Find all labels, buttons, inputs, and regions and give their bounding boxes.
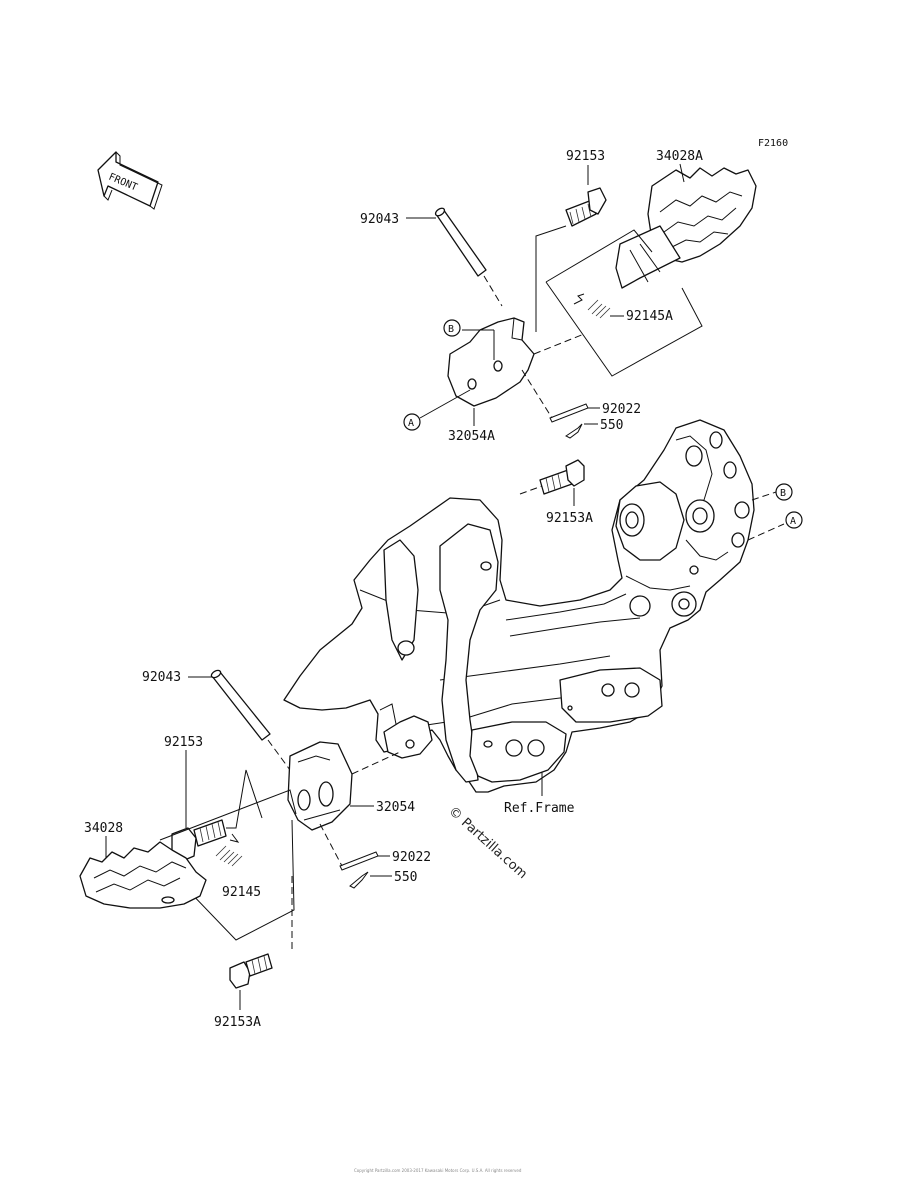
callout-34028: 34028: [84, 821, 123, 836]
callout-92022-bottom: 92022: [392, 850, 431, 865]
callout-32054A: 32054A: [448, 429, 495, 444]
callout-92043-top: 92043: [360, 212, 399, 227]
bracket-32054: [287, 741, 353, 831]
spring-92145A: [573, 293, 611, 319]
callout-92022-top: 92022: [602, 402, 641, 417]
callout-550-bottom: 550: [394, 870, 417, 885]
svg-text:B: B: [448, 324, 454, 335]
ref-marker-b-top: [443, 319, 461, 337]
ref-marker-a-top: [403, 413, 421, 431]
pin-92043-top: [434, 207, 503, 307]
ref-marker-b-right: [775, 483, 793, 501]
callout-34028A: 34028A: [656, 149, 703, 164]
bolt-92153A-bottom: [229, 953, 273, 989]
pin-92043-bottom: [210, 669, 291, 771]
callout-32054: 32054: [376, 800, 415, 815]
callout-92153-top: 92153: [566, 149, 605, 164]
bracket-32054A: [447, 317, 535, 407]
footpeg-34028: [79, 841, 207, 909]
footer-copyright: Copyright Partzilla.com 2003-2017 Kawasa…: [354, 1168, 522, 1173]
spring-92145: [215, 833, 243, 867]
svg-text:B: B: [780, 488, 786, 499]
svg-text:A: A: [408, 418, 414, 429]
clip-550-top: [565, 423, 583, 439]
bolt-92153-top: [565, 187, 607, 227]
callout-92153-bottom: 92153: [164, 735, 203, 750]
svg-text:A: A: [790, 516, 796, 527]
ref-marker-a-right: [785, 511, 803, 529]
ref-frame-label: Ref.Frame: [504, 801, 575, 816]
callout-92145A: 92145A: [626, 309, 673, 324]
callout-92153A-bottom: 92153A: [214, 1015, 261, 1030]
cotter-pin-92022-bottom: [339, 851, 379, 871]
front-arrow-icon: FRONT: [97, 151, 163, 210]
frame-body: [283, 419, 755, 793]
leader-34028A: [679, 163, 685, 183]
figure-code: F2160: [758, 138, 788, 149]
callout-550-top: 550: [600, 418, 623, 433]
callout-92043-bottom: 92043: [142, 670, 181, 685]
clip-550-bottom: [349, 871, 369, 889]
footpeg-34028A: [615, 167, 757, 289]
callout-92153A-mid: 92153A: [546, 511, 593, 526]
callout-92145: 92145: [222, 885, 261, 900]
bolt-92153A-mid: [519, 459, 585, 495]
cotter-pin-92022-top: [549, 403, 589, 423]
